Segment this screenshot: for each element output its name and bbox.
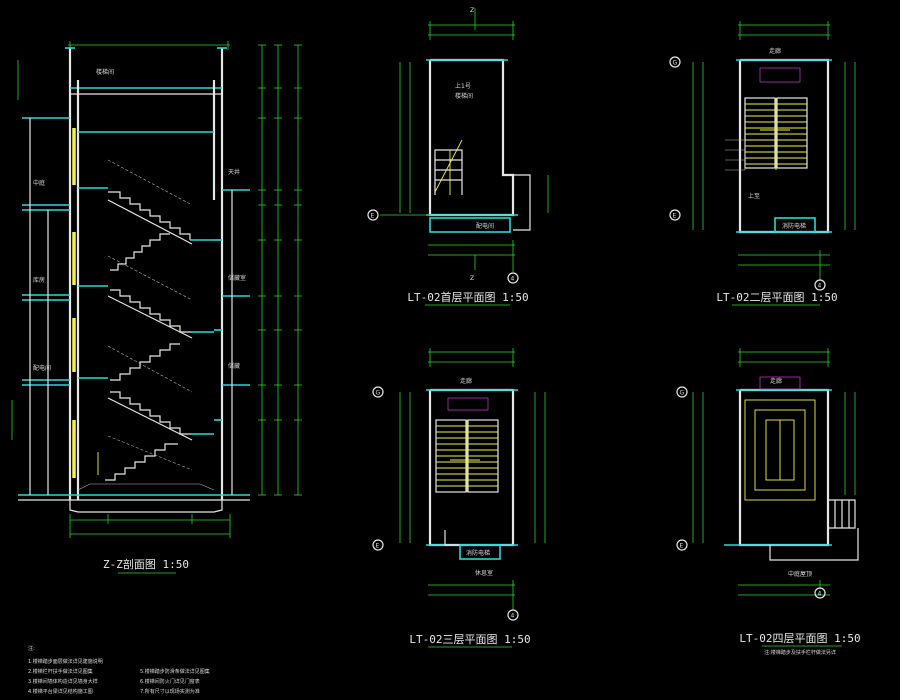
section-title: Z-Z剖面图 1:50	[103, 557, 189, 571]
plan-4-axis-bottom-left: E	[680, 543, 684, 550]
plan-2-label-corridor: 走廊	[769, 47, 781, 55]
plan-3-axis-bottom-left: E	[376, 543, 380, 550]
note-line-6: 6.楼梯间防火门详见门窗表	[140, 678, 200, 685]
plan-1-axis-bottom: 4	[511, 276, 515, 283]
plan-3-axis-top: G	[376, 390, 381, 397]
note-line-7: 7.所有尺寸以现场实测为准	[140, 688, 200, 695]
plan-4-axis-top: G	[680, 390, 685, 397]
plan-2-drawing: 走廊 上至 消防电梯 G E 4 LT-02二层平面图 1:50	[669, 21, 856, 306]
plan-4-subtitle: 注:楼梯踏步及扶手栏杆做法另详	[764, 649, 836, 656]
section-drawing: 楼梯间 中庭 天井 库房 储藏室 配电间 储藏 Z-Z剖面图 1:50	[11, 41, 302, 574]
plan-1-section-mark-top: Z	[470, 7, 474, 14]
plan-2-axis-bottom: 4	[818, 283, 822, 290]
plan-1-label-power: 配电间	[476, 222, 494, 230]
note-line-2: 2.楼梯栏杆扶手做法详见图集	[28, 668, 93, 675]
plan-4-drawing: 走廊 中庭屋顶 G E 4 LT-02四层平面图 1:50 注:楼梯踏步及扶手栏…	[676, 348, 861, 656]
notes-heading: 注:	[28, 645, 35, 652]
note-line-5: 5.楼梯踏步防滑条做法详见图集	[140, 668, 210, 675]
plan-4-axis-bottom: 4	[818, 591, 822, 598]
plan-1-axis-left: E	[371, 213, 375, 220]
plan-2-axis-bottom-left: E	[673, 213, 677, 220]
plan-3-label-elevator: 消防电梯	[466, 549, 490, 557]
plan-1-drawing: Z 上1号 楼梯间 配电间 E 4 Z LT-02首层平面图 1:50	[367, 7, 549, 306]
plan-2-label-elevator: 消防电梯	[782, 222, 806, 230]
section-label-stairwell: 楼梯间	[96, 68, 114, 76]
note-line-1: 1.楼梯踏步面层做法详见建施说明	[28, 658, 103, 665]
section-label-storage: 储藏室	[228, 274, 246, 282]
plan-3-label-rest: 休息室	[475, 569, 493, 577]
plan-4-title: LT-02四层平面图 1:50	[739, 632, 860, 645]
plan-2-title: LT-02二层平面图 1:50	[716, 291, 837, 304]
section-label-storage-2: 储藏	[228, 362, 240, 370]
note-line-3: 3.楼梯间墙体构造详见墙身大样	[28, 678, 98, 685]
plan-2-axis-top: G	[673, 60, 678, 67]
plan-1-section-mark-bottom: Z	[470, 275, 474, 282]
plan-3-title: LT-02三层平面图 1:50	[409, 633, 530, 646]
plan-4-label-atrium-roof: 中庭屋顶	[788, 570, 812, 578]
section-label-power-room: 配电间	[33, 364, 51, 372]
plan-3-axis-bottom: 4	[511, 613, 515, 620]
plan-1-label-stair: 楼梯间	[455, 92, 473, 100]
plan-3-label-corridor: 走廊	[460, 377, 472, 385]
section-label-atrium: 中庭	[33, 179, 45, 187]
section-label-skylight: 天井	[228, 168, 240, 176]
note-line-4: 4.楼梯平台梁详见结构施工图	[28, 688, 93, 695]
section-label-warehouse: 库房	[33, 276, 45, 284]
notes-block: 注: 1.楼梯踏步面层做法详见建施说明 2.楼梯栏杆扶手做法详见图集 3.楼梯间…	[28, 645, 210, 695]
plan-4-label-corridor: 走廊	[770, 377, 782, 385]
plan-1-title: LT-02首层平面图 1:50	[407, 290, 528, 304]
plan-2-label-up: 上至	[748, 192, 760, 200]
plan-3-drawing: 走廊 消防电梯 休息室 G E 4 LT-02三层平面图 1:50	[372, 348, 546, 648]
plan-1-label-up: 上1号	[455, 82, 471, 90]
